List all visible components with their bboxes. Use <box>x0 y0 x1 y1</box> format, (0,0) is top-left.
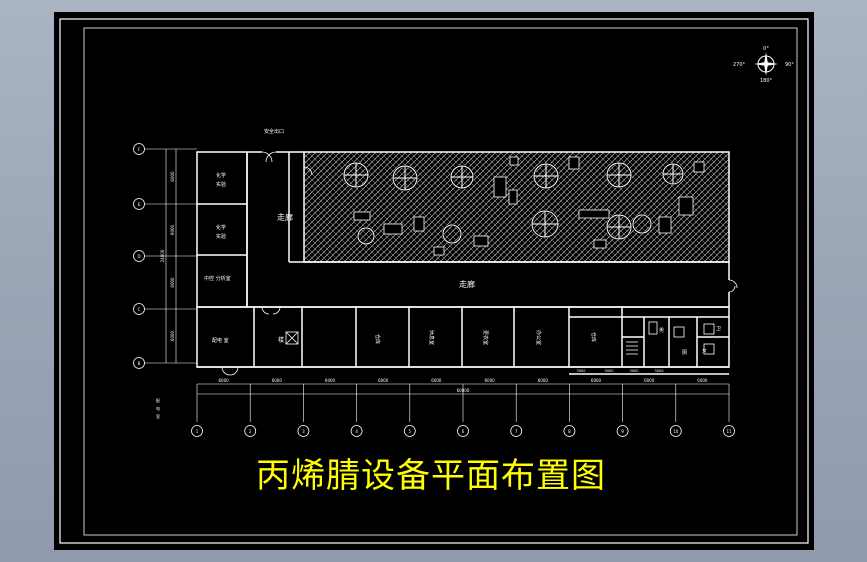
grid-col-label: 7 <box>515 429 518 434</box>
bay-dimension: 6000 <box>697 378 708 383</box>
compass-icon: 0° 90° 270° 180° <box>733 46 794 84</box>
left-dimension: 6000 <box>170 224 175 235</box>
grid-row-label: B <box>138 361 141 366</box>
grid-col-label: 1 <box>196 429 199 434</box>
bay-dimension: 6000 <box>378 378 389 383</box>
floor-plan-drawing: 0° 90° 270° 180° <box>59 18 809 544</box>
grid-col-label: 11 <box>726 429 732 434</box>
room-toilet-2: 女 <box>702 347 707 354</box>
bay-dimension: 6000 <box>485 378 496 383</box>
grid-col-label: 9 <box>621 429 624 434</box>
left-dimension: 6000 <box>170 277 175 288</box>
grid-column-markers: 1 2 3 4 5 6 7 8 9 10 11 <box>191 384 735 437</box>
grid-col-bubble <box>563 425 576 437</box>
small-dimension: 3000 <box>655 369 664 373</box>
room-lab-1: 化学 <box>216 172 226 179</box>
bay-dimension: 6000 <box>219 378 230 383</box>
room-bottom-3: 更衣室 <box>482 330 489 345</box>
bay-dimension: 6000 <box>644 378 655 383</box>
production-area <box>303 151 730 263</box>
small-dimension: 3000 <box>630 369 639 373</box>
left-note-1: 配 <box>156 398 160 403</box>
room-bottom-2: 休息室 <box>428 330 435 345</box>
grid-col-bubble <box>297 425 310 437</box>
grid-col-label: 5 <box>409 429 412 434</box>
doors <box>221 151 738 376</box>
grid-row-markers: F E D C B <box>133 143 197 369</box>
grid-col-label: 8 <box>568 429 571 434</box>
compass-south-label: 180° <box>760 78 773 84</box>
grid-col-label: 6 <box>462 429 465 434</box>
room-wc: 卫 <box>716 326 721 332</box>
bay-dimension: 6000 <box>325 378 336 383</box>
grid-row-label: E <box>138 202 141 207</box>
grid-row-bubble <box>133 250 145 262</box>
grid-col-bubble <box>669 425 682 437</box>
room-toilet-1: 男 <box>659 328 664 334</box>
inner-frame <box>83 27 798 536</box>
room-bottom-5: 仓库 <box>590 332 597 342</box>
bay-dimension: 6000 <box>538 378 549 383</box>
room-lab-1b: 实验 <box>216 181 226 188</box>
room-lab-2b: 实验 <box>216 233 226 240</box>
left-note-2: 电 <box>156 405 160 411</box>
room-bottom-4: 办公室 <box>535 330 542 345</box>
room-bottom-1: 仓库 <box>374 334 381 344</box>
grid-row-label: F <box>138 147 141 152</box>
grid-row-label: D <box>137 254 140 259</box>
compass-west-label: 270° <box>733 62 746 68</box>
bay-dimension: 6000 <box>431 378 442 383</box>
grid-row-bubble <box>133 357 145 369</box>
building-walls <box>196 151 730 375</box>
grid-col-bubble <box>457 425 469 437</box>
bay-dimension: 6000 <box>272 378 283 383</box>
small-dimension: 3000 <box>577 369 586 373</box>
grid-col-label: 3 <box>302 429 305 434</box>
room-lab-2: 化学 <box>216 224 226 231</box>
room-power: 配电 室 <box>212 337 229 344</box>
left-dimension: 6000 <box>170 330 175 341</box>
grid-col-bubble <box>403 425 416 437</box>
room-control: 中控 分析室 <box>204 275 231 282</box>
grid-col-bubble <box>350 425 363 437</box>
bay-dimension: 6000 <box>591 378 602 383</box>
left-note-3: 室 <box>156 413 160 419</box>
grid-col-label: 2 <box>249 429 252 434</box>
drawing-title: 丙烯腈设备平面布置图 <box>256 456 606 496</box>
grid-col-bubble <box>616 425 629 437</box>
grid-row-label: C <box>138 307 141 312</box>
grid-col-bubble <box>510 425 523 437</box>
grid-row-bubble <box>133 143 145 155</box>
cad-viewport[interactable]: 0° 90° 270° 180° <box>54 12 814 550</box>
grid-col-bubble <box>191 425 203 437</box>
outer-frame <box>59 18 809 544</box>
grid-row-bubble <box>133 198 145 210</box>
compass-east-label: 90° <box>785 62 794 68</box>
grid-col-label: 10 <box>673 429 679 434</box>
grid-row-bubble <box>133 303 145 315</box>
room-stair: 楼 <box>278 336 284 344</box>
small-dimension: 3000 <box>605 369 614 373</box>
left-dimension: 6000 <box>170 171 175 182</box>
compass-north-label: 0° <box>763 46 769 52</box>
grid-col-label: 4 <box>355 429 358 434</box>
corridor-vertical-label: 走廊 <box>277 212 293 222</box>
corridor-horizontal-label: 走廊 <box>459 279 475 289</box>
grid-col-bubble <box>723 425 735 437</box>
grid-col-bubble <box>244 425 257 437</box>
top-entrance-label: 安全出口 <box>264 128 284 135</box>
room-lab: 厕 <box>682 350 687 356</box>
